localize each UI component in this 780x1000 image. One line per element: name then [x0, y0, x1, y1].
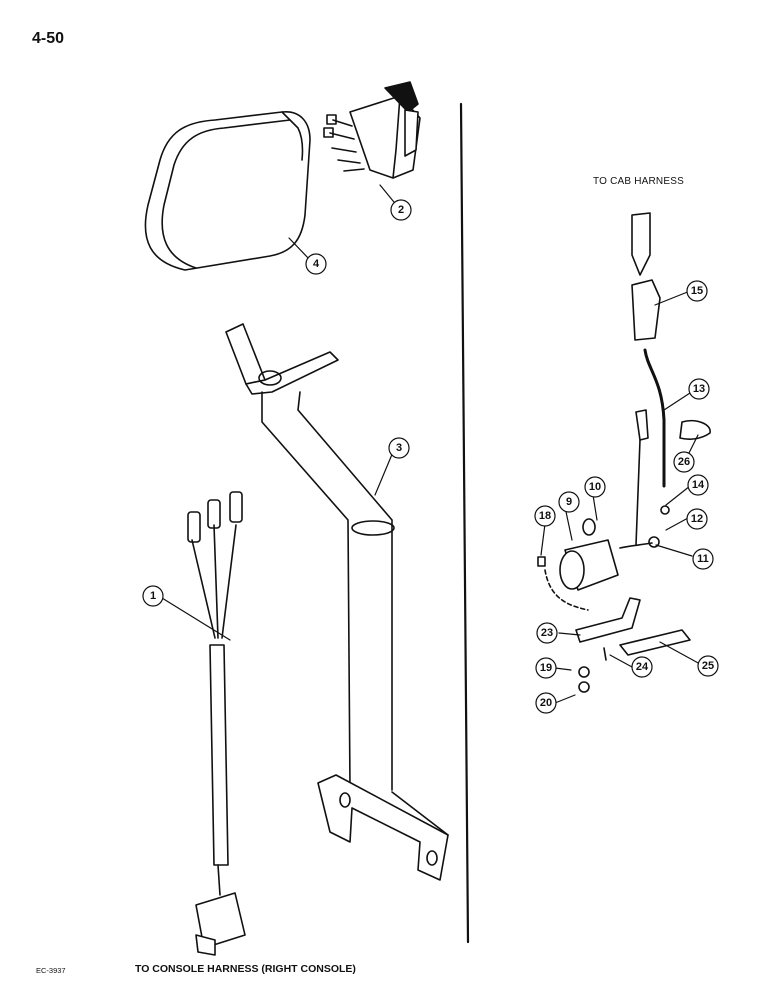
callout-label-26: 26	[678, 456, 690, 468]
callout-label-18: 18	[539, 510, 551, 522]
callout-label-19: 19	[540, 662, 552, 674]
callout-circle-24	[631, 656, 653, 678]
callout-circle-23	[536, 622, 558, 644]
callout-circle-18	[534, 505, 556, 527]
callout-circle-9	[558, 491, 580, 513]
caption-to-cab-harness: TO CAB HARNESS	[593, 176, 684, 187]
callout-label-1: 1	[150, 590, 156, 602]
mounting-post-drawing	[225, 323, 449, 881]
callout-label-4: 4	[313, 258, 320, 270]
switch-housing-drawing	[144, 111, 311, 271]
callout-label-24: 24	[636, 661, 649, 673]
callout-label-25: 25	[702, 660, 714, 672]
callout-circle-4	[305, 253, 327, 275]
light-assembly-drawing	[537, 409, 711, 611]
callout-label-23: 23	[541, 627, 553, 639]
caption-to-console-harness: TO CONSOLE HARNESS (RIGHT CONSOLE)	[135, 963, 356, 975]
callout-circle-10	[584, 476, 606, 498]
callout-circle-19	[535, 657, 557, 679]
page-number: 4-50	[32, 30, 65, 47]
callout-label-13: 13	[693, 383, 705, 395]
callout-label-15: 15	[691, 285, 703, 297]
bracket-drawing	[575, 597, 691, 693]
callout-label-2: 2	[398, 204, 404, 216]
callout-label-14: 14	[692, 479, 705, 491]
callout-label-12: 12	[691, 513, 703, 525]
callout-circle-1	[142, 585, 164, 607]
callout-label-11: 11	[697, 553, 709, 565]
callout-group	[142, 184, 719, 714]
callout-circle-3	[388, 437, 410, 459]
figure-code: EC-3937	[36, 966, 66, 975]
callout-label-20: 20	[540, 697, 552, 709]
callout-circle-20	[535, 692, 557, 714]
wire-harness-drawing	[187, 491, 246, 956]
callout-circle-14	[687, 474, 709, 496]
callout-circle-26	[673, 451, 695, 473]
callout-label-3: 3	[396, 442, 402, 454]
callout-circle-11	[692, 548, 714, 570]
callout-label-10: 10	[589, 481, 601, 493]
divider-line	[459, 102, 470, 944]
cab-connector-drawing	[631, 212, 666, 488]
callout-circle-25	[697, 655, 719, 677]
callout-circle-15	[686, 280, 708, 302]
callout-label-9: 9	[566, 496, 572, 508]
callout-circle-12	[686, 508, 708, 530]
rocker-switch-drawing	[323, 81, 421, 179]
callout-circle-13	[688, 378, 710, 400]
callout-circle-2	[390, 199, 412, 221]
